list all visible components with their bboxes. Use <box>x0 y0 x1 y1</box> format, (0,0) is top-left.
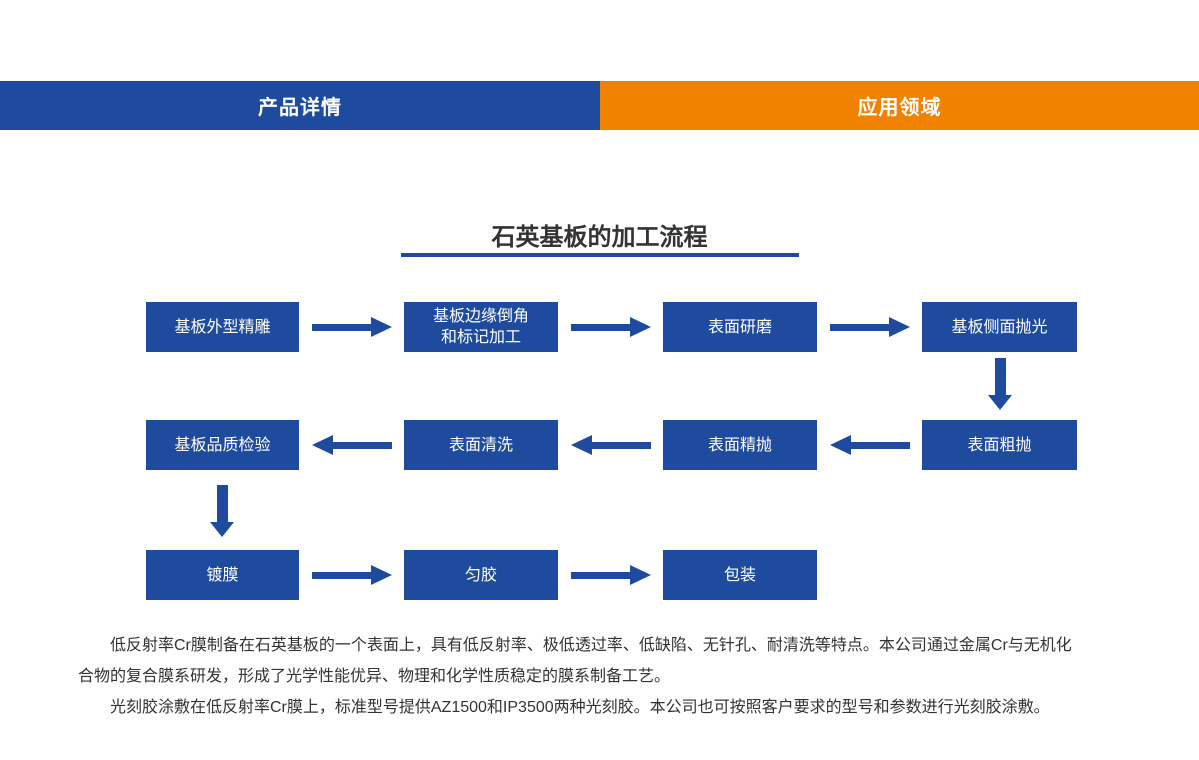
flow-step-label: 表面清洗 <box>448 436 513 454</box>
description-paragraph-2: 光刻胶涂敷在低反射率Cr膜上，标准型号提供AZ1500和IP3500两种光刻胶。… <box>110 699 1050 716</box>
tab-application-area[interactable]: 应用领域 <box>600 81 1199 130</box>
arrow-right-icon <box>830 317 910 337</box>
tab-product-detail-label: 产品详情 <box>258 97 342 119</box>
arrow-down-icon <box>210 485 234 537</box>
flow-step-label: 表面粗抛 <box>967 436 1032 454</box>
arrow-left-icon <box>571 435 651 455</box>
section-title: 石英基板的加工流程 <box>491 224 708 251</box>
flow-step-label-line2: 和标记加工 <box>440 329 521 346</box>
flow-step-rough-polishing: 表面粗抛 <box>922 420 1077 470</box>
tab-application-area-label: 应用领域 <box>857 97 942 119</box>
flow-step-fine-polishing: 表面精抛 <box>663 420 817 470</box>
flow-step-label: 表面精抛 <box>707 436 772 454</box>
flow-step-label: 包装 <box>723 566 756 584</box>
flow-step-label: 基板品质检验 <box>174 436 271 454</box>
flow-step-resist-spreading: 匀胶 <box>404 550 558 600</box>
arrow-right-icon <box>312 317 392 337</box>
arrow-down-icon <box>988 358 1012 410</box>
flow-step-side-polishing: 基板侧面抛光 <box>922 302 1077 352</box>
arrow-right-icon <box>571 317 651 337</box>
flow-step-label: 基板侧面抛光 <box>951 318 1048 336</box>
arrow-left-icon <box>830 435 910 455</box>
arrow-right-icon <box>571 565 651 585</box>
flow-step-label: 匀胶 <box>464 566 497 584</box>
flow-step-label: 基板外型精雕 <box>174 318 271 336</box>
tab-bar: 产品详情 应用领域 <box>0 81 1199 130</box>
title-underline <box>401 253 799 257</box>
flow-step-packaging: 包装 <box>663 550 817 600</box>
product-description: 低反射率Cr膜制备在石英基板的一个表面上，具有低反射率、极低透过率、低缺陷、无针… <box>78 630 1083 723</box>
flow-step-label: 表面研磨 <box>707 318 772 336</box>
flow-step-label: 基板边缘倒角 <box>432 308 529 325</box>
arrow-right-icon <box>312 565 392 585</box>
flow-step-label: 镀膜 <box>206 566 239 584</box>
arrow-left-icon <box>312 435 392 455</box>
description-paragraph-1: 低反射率Cr膜制备在石英基板的一个表面上，具有低反射率、极低透过率、低缺陷、无针… <box>78 637 1072 685</box>
tab-product-detail[interactable]: 产品详情 <box>0 81 600 130</box>
flow-step-coating: 镀膜 <box>146 550 299 600</box>
flow-step-quality-inspection: 基板品质检验 <box>146 420 299 470</box>
flow-step-surface-grinding: 表面研磨 <box>663 302 817 352</box>
flow-step-edge-chamfer-marking: 基板边缘倒角 和标记加工 <box>404 302 558 352</box>
flow-step-substrate-shaping: 基板外型精雕 <box>146 302 299 352</box>
flow-step-surface-cleaning: 表面清洗 <box>404 420 558 470</box>
